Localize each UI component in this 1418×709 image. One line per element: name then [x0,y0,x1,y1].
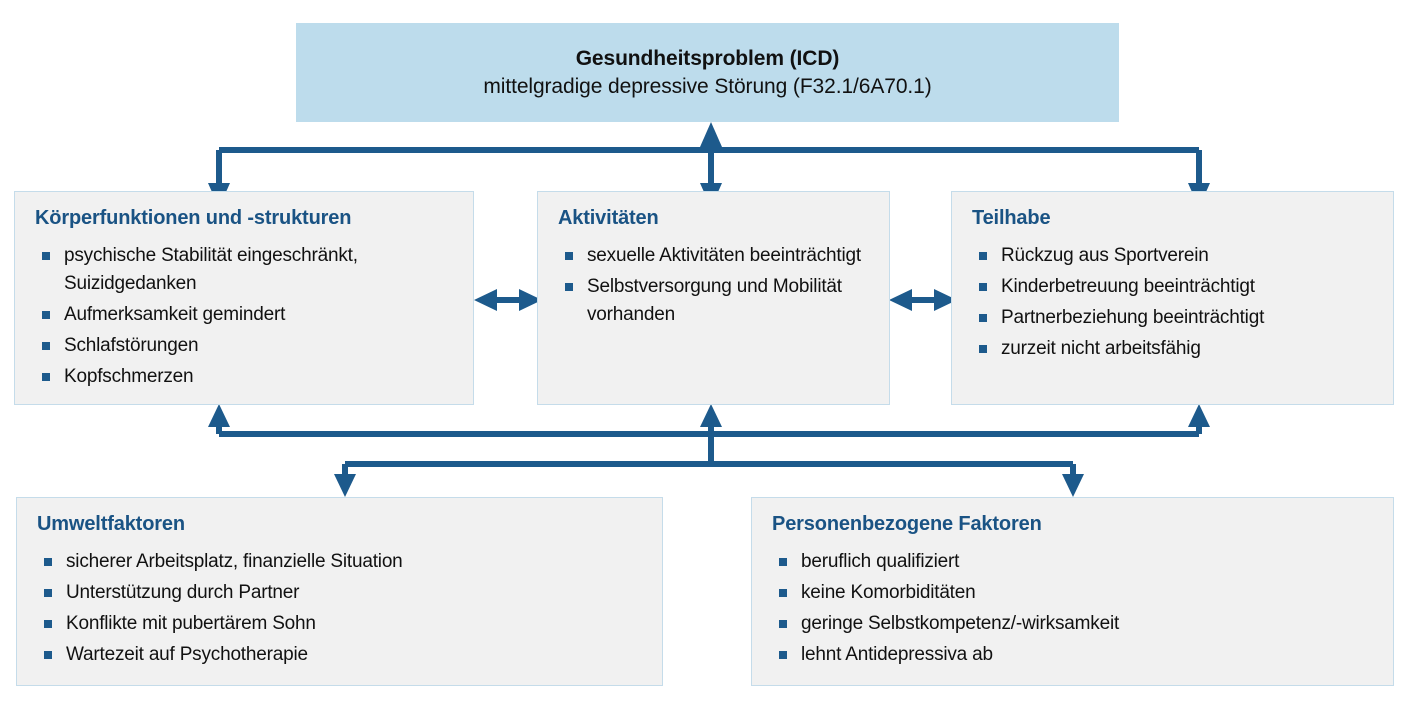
list-item: geringe Selbstkompetenz/-wirksamkeit [772,610,1375,638]
bullet-square-icon [42,311,50,320]
list-item: Aufmerksamkeit gemindert [35,301,455,329]
bullet-list-personal-factors: beruflich qualifiziert keine Komorbiditä… [772,548,1375,669]
bullet-square-icon [779,620,787,629]
bullet-square-icon [979,345,987,354]
list-item: Kopfschmerzen [35,363,455,391]
health-problem-title: Gesundheitsproblem (ICD) [575,46,840,70]
list-item-text: beruflich qualifiziert [801,551,960,572]
health-problem-subtitle: mittelgradige depressive Störung (F32.1/… [483,74,932,98]
component-box-activities: Aktivitäten sexuelle Aktivitäten beeintr… [537,191,890,405]
box-heading-environmental-factors: Umweltfaktoren [37,513,185,535]
health-problem-box: Gesundheitsproblem (ICD) mittelgradige d… [296,23,1119,122]
list-item-text: Selbstversorgung und Mobilität vorhanden [587,276,842,326]
list-item: Wartezeit auf Psychotherapie [37,641,644,669]
arrow-up-into-participation [1188,404,1210,434]
list-item: Kinderbetreuung beeinträchtigt [972,273,1375,301]
list-item-text: Kopfschmerzen [64,366,194,388]
list-item: beruflich qualifiziert [772,548,1375,576]
bullet-list-body-functions-structures: psychische Stabilität eingeschränkt, Sui… [35,242,455,392]
list-item-text: keine Komorbiditäten [801,582,976,604]
arrow-body-functions-activities [474,289,542,311]
bullet-square-icon [979,283,987,292]
list-item: sexuelle Aktivitäten beeinträchtigt [558,242,871,270]
list-item-text: Aufmerksamkeit gemindert [64,304,286,326]
box-heading-personal-factors: Personenbezogene Faktoren [772,513,1042,535]
bullet-list-activities: sexuelle Aktivitäten beeinträchtigt Selb… [558,242,871,329]
bullet-square-icon [44,558,52,566]
list-item-text: sexuelle Aktivitäten beeinträchtigt [587,245,861,266]
bullet-square-icon [42,252,50,260]
bullet-square-icon [979,252,987,260]
box-heading-activities: Aktivitäten [558,207,659,229]
list-item-text: geringe Selbstkompetenz/-wirksamkeit [801,613,1120,635]
arrow-activities-participation [889,289,957,311]
arrow-up-into-body-functions [208,404,230,434]
bullet-square-icon [565,252,573,260]
list-item: Selbstversorgung und Mobilität vorhanden [558,273,871,329]
list-item-text: lehnt Antidepressiva ab [801,644,993,666]
list-item-text: Schlafstörungen [64,335,199,357]
list-item: Unterstützung durch Partner [37,579,644,607]
bullet-list-environmental-factors: sicherer Arbeitsplatz, finanzielle Situa… [37,548,644,669]
list-item-text: Partnerbeziehung beeinträchtigt [1001,307,1265,329]
bullet-square-icon [779,558,787,566]
bullet-square-icon [979,314,987,323]
list-item-text: Unterstützung durch Partner [66,582,300,604]
arrow-down-into-environmental-factors [334,464,356,497]
component-box-personal-factors: Personenbezogene Faktoren beruflich qual… [751,497,1394,686]
bullet-square-icon [44,589,52,598]
list-item: lehnt Antidepressiva ab [772,641,1375,669]
list-item: Schlafstörungen [35,332,455,360]
list-item-text: sicherer Arbeitsplatz, finanzielle Situa… [66,551,403,572]
list-item: psychische Stabilität eingeschränkt, Sui… [35,242,455,298]
list-item: Rückzug aus Sportverein [972,242,1375,270]
component-box-environmental-factors: Umweltfaktoren sicherer Arbeitsplatz, fi… [16,497,663,686]
bullet-square-icon [44,651,52,660]
bullet-square-icon [44,620,52,629]
list-item: Konflikte mit pubertärem Sohn [37,610,644,638]
bullet-square-icon [42,373,50,382]
list-item-text: Rückzug aus Sportverein [1001,245,1209,266]
component-box-body-functions-structures: Körperfunktionen und -strukturen psychis… [14,191,474,405]
bullet-square-icon [42,342,50,351]
list-item: keine Komorbiditäten [772,579,1375,607]
list-item: zurzeit nicht arbeitsfähig [972,335,1375,363]
bullet-square-icon [779,651,787,660]
list-item-text: Konflikte mit pubertärem Sohn [66,613,316,635]
box-heading-participation: Teilhabe [972,207,1051,229]
component-box-participation: Teilhabe Rückzug aus Sportverein Kinderb… [951,191,1394,405]
arrow-up-into-activities [700,404,722,434]
box-heading-body-functions-structures: Körperfunktionen und -strukturen [35,207,352,229]
list-item: Partnerbeziehung beeinträchtigt [972,304,1375,332]
list-item: sicherer Arbeitsplatz, finanzielle Situa… [37,548,644,576]
bullet-list-participation: Rückzug aus Sportverein Kinderbetreuung … [972,242,1375,363]
bullet-square-icon [779,589,787,598]
arrow-down-into-personal-factors [1062,464,1084,497]
bullet-square-icon [565,283,573,292]
list-item-text: psychische Stabilität eingeschränkt, Sui… [64,245,358,295]
list-item-text: Kinderbetreuung beeinträchtigt [1001,276,1255,298]
list-item-text: zurzeit nicht arbeitsfähig [1001,338,1201,360]
list-item-text: Wartezeit auf Psychotherapie [66,644,308,666]
